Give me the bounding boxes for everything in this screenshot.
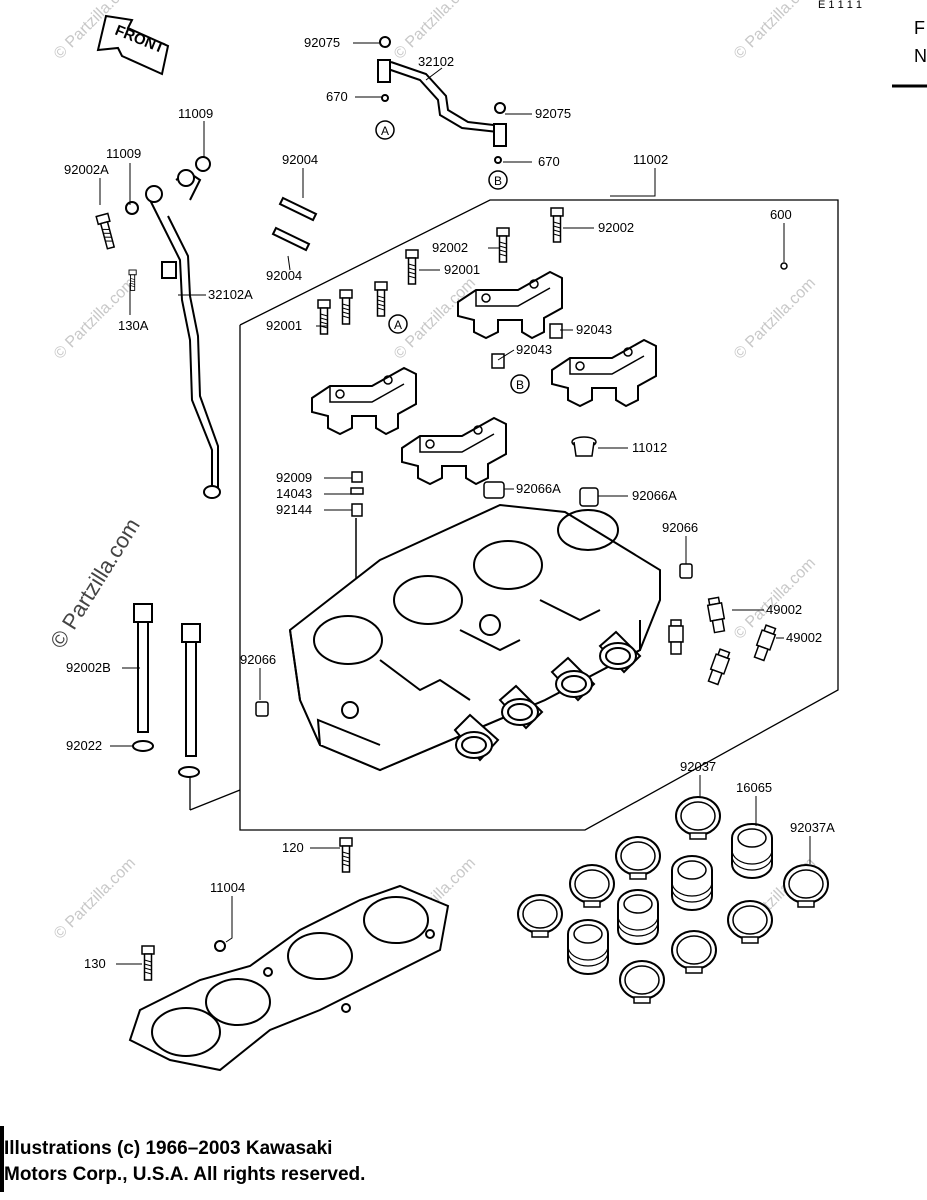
copyright-line-2: Motors Corp., U.S.A. All rights reserved… (4, 1164, 366, 1185)
callout-32102[interactable]: 32102 (418, 54, 454, 69)
plugs-92066A (483, 481, 599, 507)
ref-marker-a-top: A (375, 120, 395, 140)
collars-92043 (491, 323, 563, 369)
callout-92066[interactable]: 92066 (662, 520, 698, 535)
callout-92002[interactable]: 92002 (598, 220, 634, 235)
callout-92009[interactable]: 92009 (276, 470, 312, 485)
callout-92066A[interactable]: 92066A (516, 481, 561, 496)
callout-92004[interactable]: 92004 (266, 268, 302, 283)
callout-92022[interactable]: 92022 (66, 738, 102, 753)
callout-130A[interactable]: 130A (118, 318, 149, 333)
callout-11012[interactable]: 11012 (632, 440, 667, 455)
callout-92002[interactable]: 92002 (432, 240, 468, 255)
tappet-parts (350, 471, 364, 610)
callout-92002A[interactable]: 92002A (64, 162, 109, 177)
watermark-large: © Partzilla.com (45, 514, 145, 653)
head-gasket-11004 (128, 884, 450, 1072)
callout-49002[interactable]: 49002 (786, 630, 822, 645)
oil-pipe-32102A (125, 156, 221, 499)
svg-text:B: B (516, 378, 524, 392)
svg-text:A: A (394, 318, 402, 332)
pin-600 (780, 262, 788, 270)
watermark: © Partzilla.com (51, 855, 139, 943)
footer-rule (0, 1126, 4, 1192)
callout-92001[interactable]: 92001 (444, 262, 480, 277)
callout-11004[interactable]: 11004 (210, 880, 245, 895)
svg-text:A: A (381, 124, 389, 138)
callout-labels: 92075 32102 670 92075 670 11009 11009 92… (64, 35, 835, 971)
callout-32102A[interactable]: 32102A (208, 287, 253, 302)
callout-92066A[interactable]: 92066A (632, 488, 677, 503)
cylinder-head-body (288, 503, 661, 772)
oil-pipe-32102 (377, 36, 507, 164)
intake-ports (453, 630, 642, 762)
svg-text:B: B (494, 174, 502, 188)
top-edge-fragment: E 1 1 1 1 (818, 0, 862, 11)
callout-11002[interactable]: 11002 (633, 152, 668, 167)
leader-lines (99, 42, 811, 965)
callout-92075[interactable]: 92075 (535, 106, 571, 121)
edge-letter-f: F (914, 18, 925, 38)
watermark: © Partzilla.com (731, 275, 819, 363)
callout-120[interactable]: 120 (282, 840, 304, 855)
copyright-line-1: Illustrations (c) 1966–2003 Kawasaki (4, 1138, 333, 1159)
callout-92066[interactable]: 92066 (240, 652, 276, 667)
callout-92043[interactable]: 92043 (576, 322, 612, 337)
callout-92144[interactable]: 92144 (276, 502, 312, 517)
callout-92037[interactable]: 92037 (680, 759, 716, 774)
watermark: © Partzilla.com (731, 0, 819, 63)
ref-marker-b-holder: B (510, 374, 530, 394)
callout-670[interactable]: 670 (326, 89, 348, 104)
ref-marker-a-holder: A (388, 314, 408, 334)
studs-92004 (271, 196, 318, 252)
callout-49002[interactable]: 49002 (766, 602, 802, 617)
plugs-92066 (255, 563, 693, 717)
callout-92075[interactable]: 92075 (304, 35, 340, 50)
callout-670[interactable]: 670 (538, 154, 560, 169)
callout-130[interactable]: 130 (84, 956, 106, 971)
callout-11009[interactable]: 11009 (106, 146, 141, 161)
long-bolt-92002B (132, 603, 201, 778)
plug-11012 (571, 436, 597, 457)
callout-16065[interactable]: 16065 (736, 780, 772, 795)
callout-92037A[interactable]: 92037A (790, 820, 835, 835)
callout-14043[interactable]: 14043 (276, 486, 312, 501)
ref-marker-b-top: B (488, 170, 508, 190)
callout-92002B[interactable]: 92002B (66, 660, 111, 675)
callout-11009[interactable]: 11009 (178, 106, 213, 121)
edge-letter-n: N (914, 46, 927, 66)
callout-92043[interactable]: 92043 (516, 342, 552, 357)
callout-600[interactable]: 600 (770, 207, 792, 222)
callout-92001[interactable]: 92001 (266, 318, 302, 333)
front-direction-marker: FRONT (96, 14, 170, 76)
callout-92004[interactable]: 92004 (282, 152, 318, 167)
